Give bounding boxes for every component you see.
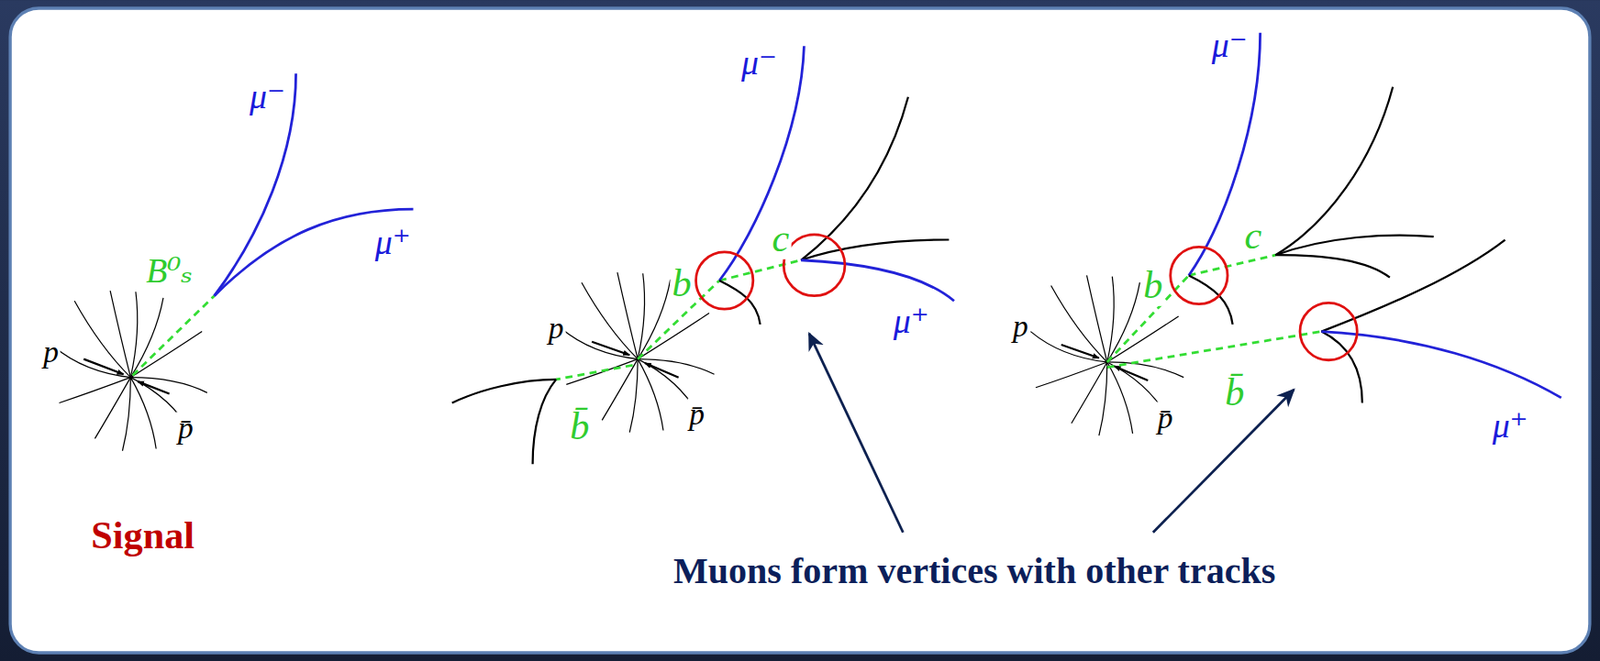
muon-label: μ⁺ <box>1490 408 1531 445</box>
hadron-track <box>452 379 556 404</box>
muon-track <box>214 209 414 297</box>
quark-path <box>1107 332 1323 368</box>
muon-track <box>1321 332 1561 399</box>
quark-label: c <box>1242 215 1264 256</box>
hadron-track <box>800 240 949 261</box>
hadron-track <box>533 379 557 465</box>
quark-label: b <box>669 263 693 304</box>
antiproton-label: p̄ <box>687 398 707 431</box>
collision-burst <box>54 290 208 452</box>
proton-arrow <box>1061 344 1100 358</box>
muon-label: μ⁻ <box>739 44 779 82</box>
quark-label: b <box>1141 265 1165 306</box>
hadron-track <box>1275 235 1434 256</box>
vertex-circle <box>783 234 845 297</box>
antiproton-label: p̄ <box>176 412 196 445</box>
muon-label: μ⁻ <box>247 78 288 116</box>
meson-path <box>133 296 215 377</box>
antiproton-arrow <box>644 363 679 378</box>
hadron-track <box>1275 87 1393 256</box>
quark-label: c <box>769 218 791 259</box>
muon-label: μ⁺ <box>891 304 932 342</box>
proton-label: p <box>1011 310 1031 343</box>
antiproton-arrow <box>1114 366 1149 381</box>
hadron-track <box>1275 255 1390 278</box>
proton-arrow <box>591 342 630 356</box>
meson-label: B⁰ₛ <box>144 253 195 290</box>
vertex-circle <box>1300 302 1357 360</box>
caption-note: Muons form vertices with other tracks <box>671 552 1278 591</box>
panel <box>10 8 1590 654</box>
vertex-circle <box>1170 246 1228 304</box>
muon-label: μ⁺ <box>373 224 413 262</box>
antiproton-label: p̄ <box>1155 402 1176 435</box>
proton-label: p <box>546 312 567 345</box>
pointer-arrow <box>809 333 903 534</box>
quark-label: b̄ <box>1222 372 1246 413</box>
quark-path <box>555 365 633 380</box>
muon-label: μ⁻ <box>1210 27 1250 65</box>
quark-path <box>1188 255 1277 276</box>
proton-arrow <box>83 359 123 376</box>
muon-track <box>214 73 297 296</box>
quark-label: b̄ <box>567 406 591 447</box>
vertex-circle <box>696 252 754 310</box>
proton-label: p <box>41 335 61 368</box>
hadron-track <box>1321 240 1505 333</box>
hadron-track <box>719 280 760 325</box>
antiproton-arrow <box>137 381 169 394</box>
signal-label: Signal <box>88 515 197 556</box>
